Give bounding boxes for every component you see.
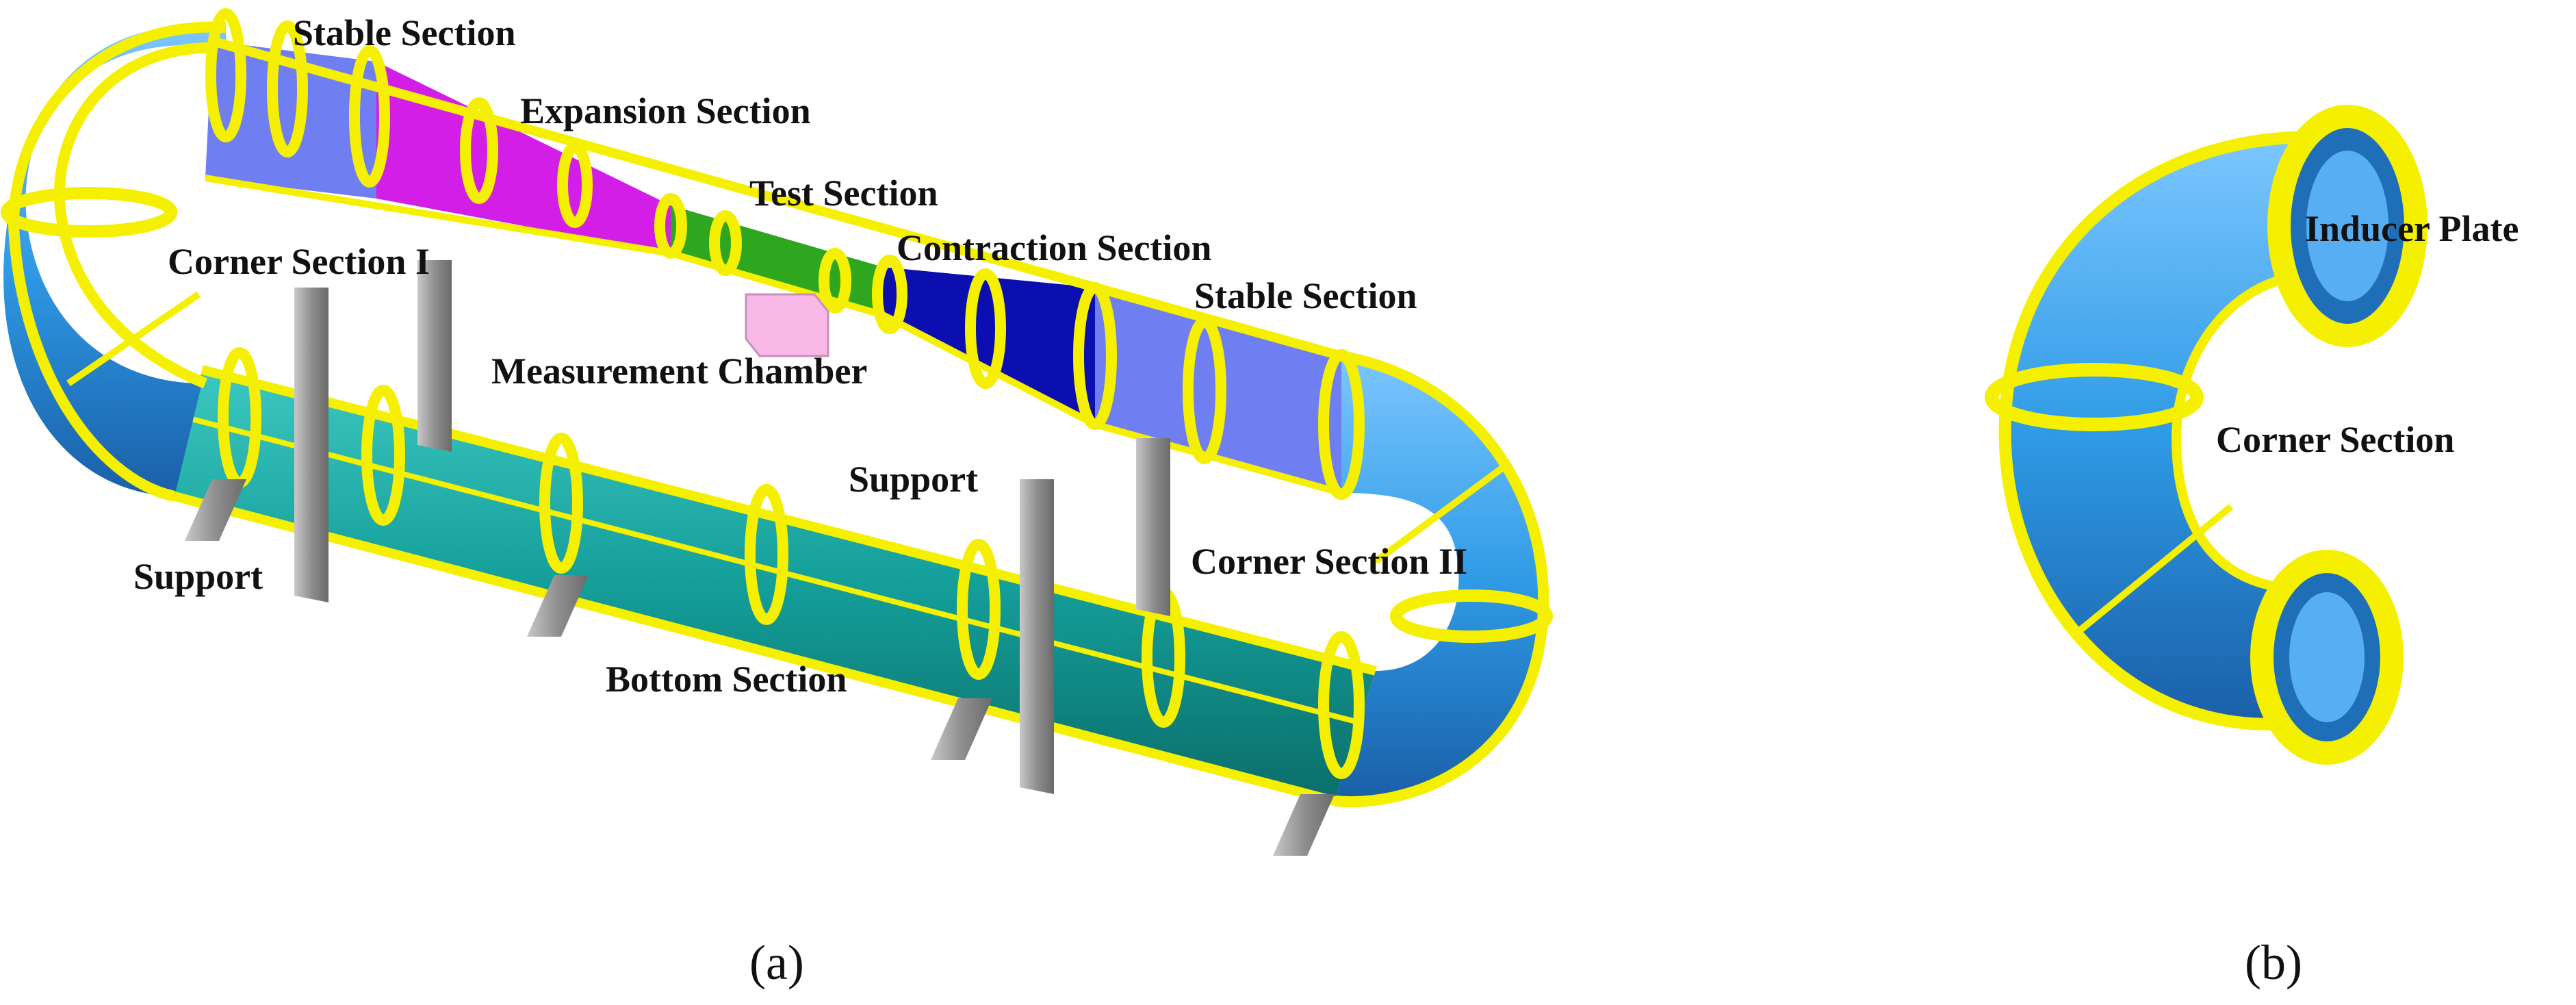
corner-section-2 xyxy=(1334,351,1553,807)
caption-b: (b) xyxy=(2245,935,2302,990)
support-leg-left-2 xyxy=(417,260,452,452)
label-support-mid: Support xyxy=(849,459,978,500)
label-inducer-plate: Inducer Plate xyxy=(2305,208,2519,249)
support-leg-left-1 xyxy=(294,288,329,602)
label-contraction-section: Contraction Section xyxy=(897,227,1211,268)
corner-section-1 xyxy=(1,21,227,502)
support-foot-4 xyxy=(1273,794,1335,856)
panel-a: Stable Section Expansion Section Test Se… xyxy=(1,8,1553,990)
stable-section-top xyxy=(205,41,376,199)
label-test-section: Test Section xyxy=(749,173,938,214)
support-foot-2 xyxy=(527,575,589,637)
caption-a: (a) xyxy=(749,935,804,990)
label-corner-section: Corner Section xyxy=(2216,419,2454,460)
rings xyxy=(205,8,1365,779)
support-leg-right-1 xyxy=(1020,479,1054,794)
label-corner-section-2: Corner Section II xyxy=(1191,541,1467,582)
support-leg-right-2 xyxy=(1136,438,1170,616)
measurement-chamber-box xyxy=(745,293,829,357)
contraction-section xyxy=(883,267,1095,424)
panel-b: Inducer Plate Corner Section (b) xyxy=(1985,105,2519,990)
label-expansion-section: Expansion Section xyxy=(520,90,811,131)
label-stable-section-top: Stable Section xyxy=(293,12,516,53)
label-measurement-chamber: Measurement Chamber xyxy=(491,351,867,392)
label-stable-section-right: Stable Section xyxy=(1194,275,1417,316)
support-foot-3 xyxy=(931,698,992,760)
label-support-left: Support xyxy=(133,556,263,597)
support-foot-1 xyxy=(185,479,246,541)
label-corner-section-1: Corner Section I xyxy=(168,241,430,282)
supports xyxy=(185,260,1335,856)
inducer-plate-ring xyxy=(2267,105,2427,347)
label-bottom-section: Bottom Section xyxy=(606,659,847,700)
outlet-ring xyxy=(2250,550,2404,765)
